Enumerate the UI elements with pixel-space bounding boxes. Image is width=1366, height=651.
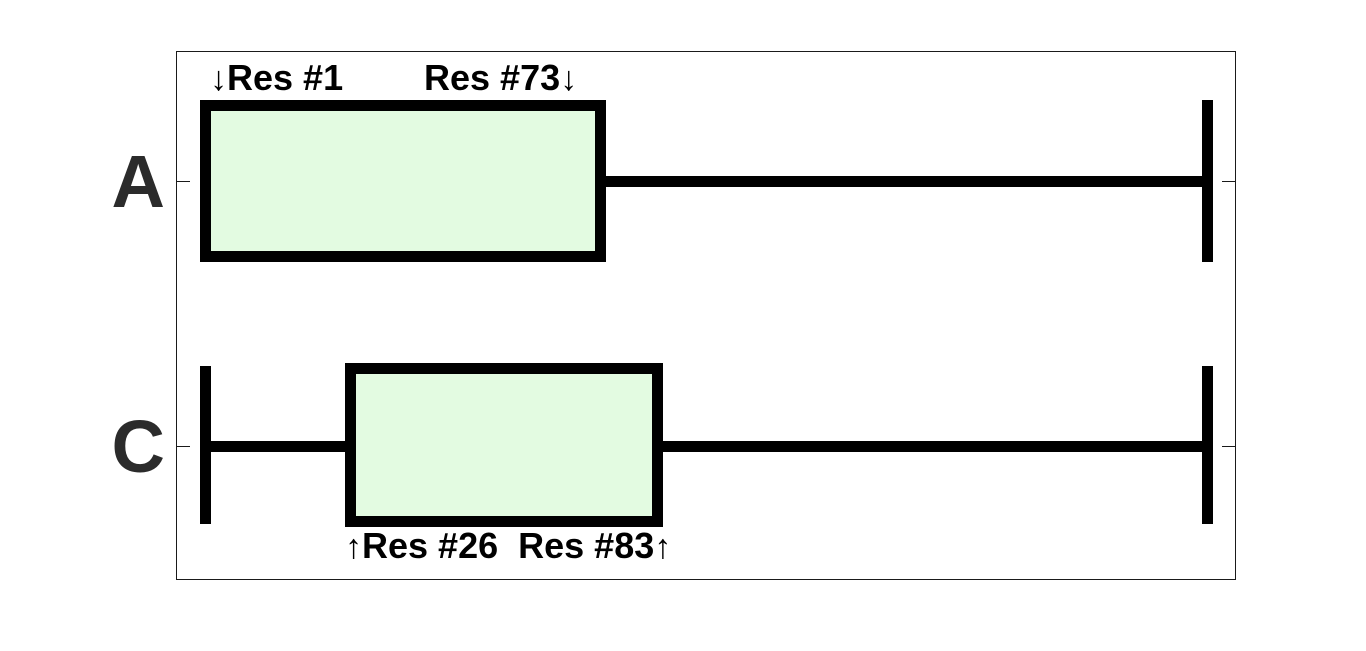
y-tick-a-left xyxy=(176,181,190,182)
y-tick-c-left xyxy=(176,446,190,447)
whisker-c-left xyxy=(205,441,350,452)
annotation-res-73-text: Res #73 xyxy=(424,57,561,98)
annotation-spacer xyxy=(498,525,518,566)
whisker-c-right xyxy=(658,441,1208,452)
annotation-res-83-text: Res #83 xyxy=(518,525,655,566)
annotation-res-73: Res #73↓ xyxy=(424,57,578,98)
arrow-up-icon-left-c: ↑ xyxy=(345,528,362,566)
annotation-group-c: ↑Res #26 Res #83↑ xyxy=(345,525,672,566)
category-label-c: C xyxy=(111,405,165,488)
box-c xyxy=(345,363,663,527)
arrow-down-icon-right-a: ↓ xyxy=(560,60,578,98)
annotation-res-26-text: Res #26 xyxy=(362,525,499,566)
box-a xyxy=(200,100,606,262)
arrow-down-icon-left-a: ↓ xyxy=(210,60,227,98)
whisker-a-right xyxy=(600,176,1208,187)
whisker-cap-c-right xyxy=(1202,366,1213,524)
arrow-up-icon-right-c: ↑ xyxy=(654,528,672,566)
y-tick-c-right xyxy=(1222,446,1236,447)
annotation-res-1: ↓Res #1 xyxy=(210,57,344,98)
whisker-cap-a-right xyxy=(1202,100,1213,262)
whisker-cap-c-left xyxy=(200,366,211,524)
category-label-a: A xyxy=(111,140,165,223)
annotation-res-1-text: Res #1 xyxy=(227,57,344,98)
y-tick-a-right xyxy=(1222,181,1236,182)
